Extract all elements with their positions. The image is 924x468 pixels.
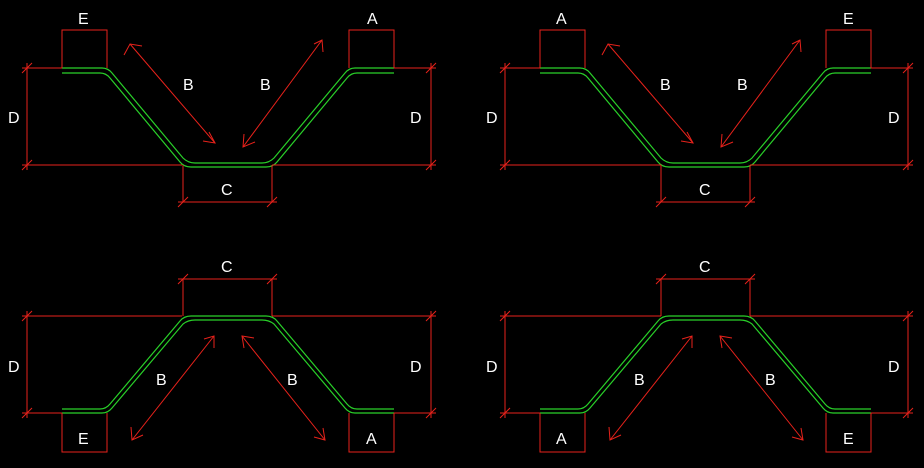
label-middle: C [221,182,233,199]
dim-arrowhead [680,131,694,144]
dim-arrowhead [313,427,326,441]
dim-arrowhead [130,426,144,441]
panel-top-left: E A B B D D C [8,11,437,208]
dim-box-left-end [61,413,108,453]
bent-part-outline [540,67,871,164]
dim-line-slope-left [131,335,215,441]
bent-part-inner [62,319,394,414]
dim-box-right-end [348,413,395,453]
panel-top-right: A E B B D D C [486,11,914,208]
label-height-left: D [486,110,498,127]
label-slope-left: B [156,372,167,389]
dim-extension-line [21,310,33,322]
dim-extension-line [177,196,189,208]
dim-line-slope-right [719,335,804,441]
dim-extension-line [744,196,756,208]
dim-arrowhead [241,335,255,349]
dim-line-slope-left [607,43,694,144]
dim-extension-line [425,62,437,74]
label-height-left: D [486,359,498,376]
label-middle: C [699,182,711,199]
dim-arrowhead [608,426,622,441]
dim-extension-line [499,310,511,322]
bent-part-inner [540,72,871,168]
dim-extension-line [425,159,437,171]
label-slope-right: B [737,77,748,94]
label-right-end: A [366,431,377,448]
dim-line-slope-right [242,39,323,148]
dim-line-slope-left [129,43,216,144]
dim-line-slope-right [241,335,326,441]
panel-bottom-right: A E B B D D C [486,259,914,453]
label-left-end: E [78,11,89,28]
label-slope-left: B [660,77,671,94]
dim-extension-line [655,196,667,208]
label-slope-right: B [287,372,298,389]
dim-extension-line [177,273,189,285]
dim-arrowhead [681,335,693,348]
dim-box-left-end [61,29,108,68]
label-slope-left: B [634,372,645,389]
dim-arrowhead [242,133,256,148]
label-left-end: A [556,431,567,448]
label-height-left: D [8,359,20,376]
dim-line-slope-right [720,39,801,148]
dim-line-slope-left [609,335,693,441]
dim-arrowhead [601,43,621,56]
bent-part-inner [62,72,394,168]
dim-arrowhead [313,39,324,53]
dim-extension-line [499,407,511,419]
label-slope-right: B [260,77,271,94]
bent-part-outline [540,315,871,410]
dim-extension-line [744,273,756,285]
dim-arrowhead [791,427,804,441]
dim-extension-line [425,310,437,322]
dim-arrowhead [719,335,733,349]
dim-extension-line [21,62,33,74]
bent-part-outline [62,67,394,164]
bent-part-inner [540,319,871,414]
label-height-left: D [8,110,20,127]
label-left-end: E [78,431,89,448]
dim-extension-line [902,159,914,171]
dim-extension-line [499,62,511,74]
dim-box-left-end [539,29,586,68]
label-height-right: D [410,359,422,376]
dim-extension-line [266,273,278,285]
dim-extension-line [425,407,437,419]
label-height-right: D [888,110,900,127]
label-middle: C [221,259,233,276]
dim-extension-line [902,310,914,322]
dim-extension-line [902,62,914,74]
dim-arrowhead [720,133,734,148]
label-left-end: A [556,11,567,28]
dim-box-right-end [825,413,872,453]
dim-extension-line [655,273,667,285]
label-right-end: E [843,11,854,28]
dim-extension-line [21,159,33,171]
label-slope-left: B [183,77,194,94]
label-right-end: A [367,11,378,28]
dim-extension-line [902,407,914,419]
dim-box-right-end [348,29,395,68]
label-height-right: D [410,110,422,127]
bent-part-outline [62,315,394,410]
dim-arrowhead [123,43,143,56]
panel-bottom-left: E A B B D D C [8,259,437,453]
label-slope-right: B [765,372,776,389]
label-right-end: E [843,431,854,448]
label-middle: C [699,259,711,276]
dim-box-right-end [825,29,872,68]
dim-arrowhead [202,131,216,144]
label-height-right: D [888,359,900,376]
dim-extension-line [266,196,278,208]
dim-arrowhead [791,39,802,53]
dim-box-left-end [539,413,586,453]
dim-arrowhead [203,335,215,348]
dim-extension-line [499,159,511,171]
dim-extension-line [21,407,33,419]
